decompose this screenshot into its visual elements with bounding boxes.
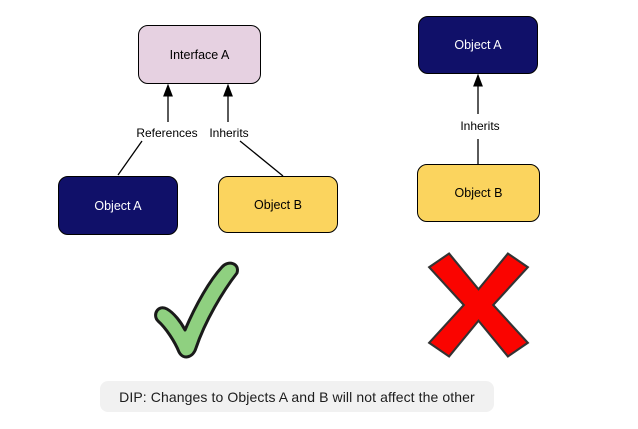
object-b-node-left: Object B — [218, 176, 338, 233]
object-b-node-right: Object B — [417, 164, 540, 222]
checkmark-icon — [148, 257, 248, 367]
object-a-label-right: Object A — [454, 38, 502, 52]
references-edge-label: References — [135, 126, 199, 140]
arrowhead-up — [223, 83, 233, 97]
object-a-node-right: Object A — [418, 16, 538, 74]
caption: DIP: Changes to Objects A and B will not… — [100, 381, 494, 412]
object-b-label-left: Object B — [254, 197, 302, 212]
caption-text: DIP: Changes to Objects A and B will not… — [119, 388, 475, 405]
x-icon — [426, 252, 531, 358]
inherits-edge-label-right: Inherits — [459, 119, 501, 133]
object-b-label-right: Object B — [454, 186, 503, 200]
references-edge — [117, 83, 173, 176]
interface-a-node: Interface A — [138, 25, 261, 84]
arrowhead-up — [473, 73, 483, 87]
object-a-label-left: Object A — [94, 198, 142, 213]
interface-a-label: Interface A — [169, 47, 230, 62]
inherits-edge-left — [223, 83, 284, 177]
inherits-edge-label-left: Inherits — [208, 126, 250, 140]
object-a-node-left: Object A — [58, 176, 178, 235]
inherits-edge-right — [473, 73, 483, 164]
arrowhead-up — [163, 83, 173, 97]
